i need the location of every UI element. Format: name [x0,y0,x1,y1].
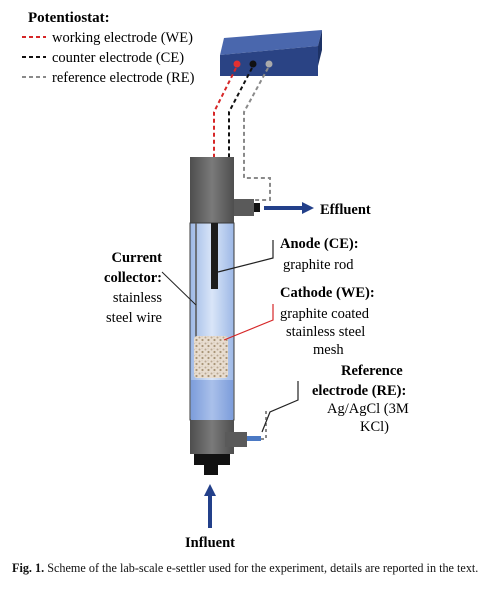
bottom-fitting [194,454,230,465]
reference-label-line2: electrode (RE): [312,383,406,399]
we-wire [213,67,237,157]
reference-electrode-tip [247,436,261,441]
reference-label-line3: Ag/AgCl (3M [327,401,409,417]
legend-item-re: reference electrode (RE) [52,70,195,86]
legend-item-we: working electrode (WE) [52,30,193,46]
reference-label: Reference electrode (RE): Ag/AgCl (3M KC… [312,363,409,435]
current-collector-label-line4: steel wire [106,310,162,326]
anode-label-line1: Anode (CE): [280,236,359,252]
cathode-label-line4: mesh [313,342,344,358]
anode-label-line2: graphite rod [283,257,354,273]
reference-label-line1: Reference [341,363,403,379]
influent-label: Influent [185,535,235,551]
cathode-leader [223,304,274,341]
cathode-label: Cathode (WE): graphite coated stainless … [280,285,375,358]
effluent-port [234,199,254,216]
re-wire-upper [243,67,271,201]
caption-text: Scheme of the lab-scale e-settler used f… [47,561,479,575]
reference-port [225,432,247,447]
influent-arrowhead-icon [204,484,216,496]
anode-label: Anode (CE): graphite rod [280,236,359,273]
reference-leader [261,381,299,433]
effluent-nozzle [254,203,260,212]
current-collector-label-line2: collector: [104,270,162,286]
figure-caption: Fig. 1. Scheme of the lab-scale e-settle… [12,560,482,577]
reference-label-line4: KCl) [360,419,389,435]
ce-terminal-icon [249,60,257,68]
cathode-mesh [194,336,228,378]
legend-title: Potentiostat: [28,10,110,26]
legend: Potentiostat: working electrode (WE) cou… [22,10,195,86]
ce-wire [228,67,253,157]
cathode-label-line2: graphite coated [280,306,370,322]
cathode-label-line3: stainless steel [286,324,365,340]
bottom-nozzle [204,465,218,475]
re-wire-lower [261,411,270,440]
current-collector-label-line3: stainless [113,290,162,306]
column-lower-liquid [191,380,233,420]
current-collector-label: Current collector: stainless steel wire [104,250,162,326]
legend-item-ce: counter electrode (CE) [52,50,184,66]
re-terminal-icon [265,60,273,68]
anode-graphite-rod [211,223,218,289]
effluent-label: Effluent [320,202,371,218]
current-collector-label-line1: Current [112,250,163,266]
top-cap [190,157,234,223]
cathode-label-line1: Cathode (WE): [280,285,375,301]
caption-fig-label: Fig. 1. [12,561,45,575]
potentiostat-box [220,30,322,76]
anode-leader [217,240,274,273]
current-collector-leader [161,271,197,306]
effluent-arrowhead-icon [302,202,314,214]
we-terminal-icon [233,60,241,68]
